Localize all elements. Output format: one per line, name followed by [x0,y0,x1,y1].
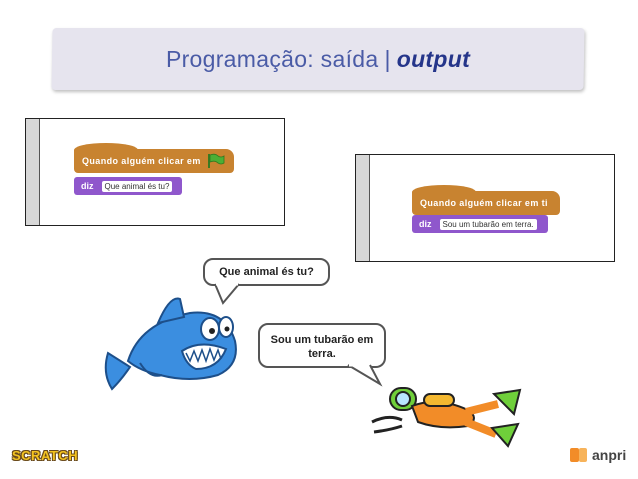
say-text-field[interactable]: Que animal és tu? [101,180,173,192]
say-label: diz [419,219,432,229]
diver-speech-text: Sou um tubarão em terra. [270,334,374,360]
when-flag-clicked-block[interactable]: Quando alguém clicar em [74,143,234,173]
script-panel-left: Quando alguém clicar em diz Que animal é… [25,118,285,226]
green-flag-icon [207,153,225,168]
say-label: diz [81,181,94,191]
script-panel-right: Quando alguém clicar em ti diz Sou um tu… [355,154,615,262]
anpri-logo-text: anpri [592,447,627,463]
anpri-logo-icon [570,448,587,462]
shark-speech-text: Que animal és tu? [219,266,314,278]
panel-gutter [26,119,40,225]
scratch-logo: SCRATCH [12,448,79,463]
say-block[interactable]: diz Sou um tubarão em terra. [412,215,548,233]
hat-label: Quando alguém clicar em [82,156,201,166]
when-sprite-clicked-block[interactable]: Quando alguém clicar em ti [412,185,560,215]
panel-gutter [356,155,370,261]
say-text-field[interactable]: Sou um tubarão em terra. [439,218,537,230]
diver-speech-bubble: Sou um tubarão em terra. [258,323,386,368]
title-main: Programação: saída [165,45,379,72]
shark-sprite[interactable] [100,293,245,393]
slide-title: Programação: saída | output [52,28,584,90]
title-emphasis: output [396,45,471,72]
title-separator: | [384,45,391,72]
say-block[interactable]: diz Que animal és tu? [74,177,182,195]
hat-label: Quando alguém clicar em ti [420,198,548,208]
shark-speech-bubble: Que animal és tu? [203,258,330,286]
diver-sprite[interactable] [368,380,528,450]
shark-bubble-tail [214,283,240,305]
anpri-logo: anpri [570,446,626,464]
diver-bubble-tail [347,364,383,387]
